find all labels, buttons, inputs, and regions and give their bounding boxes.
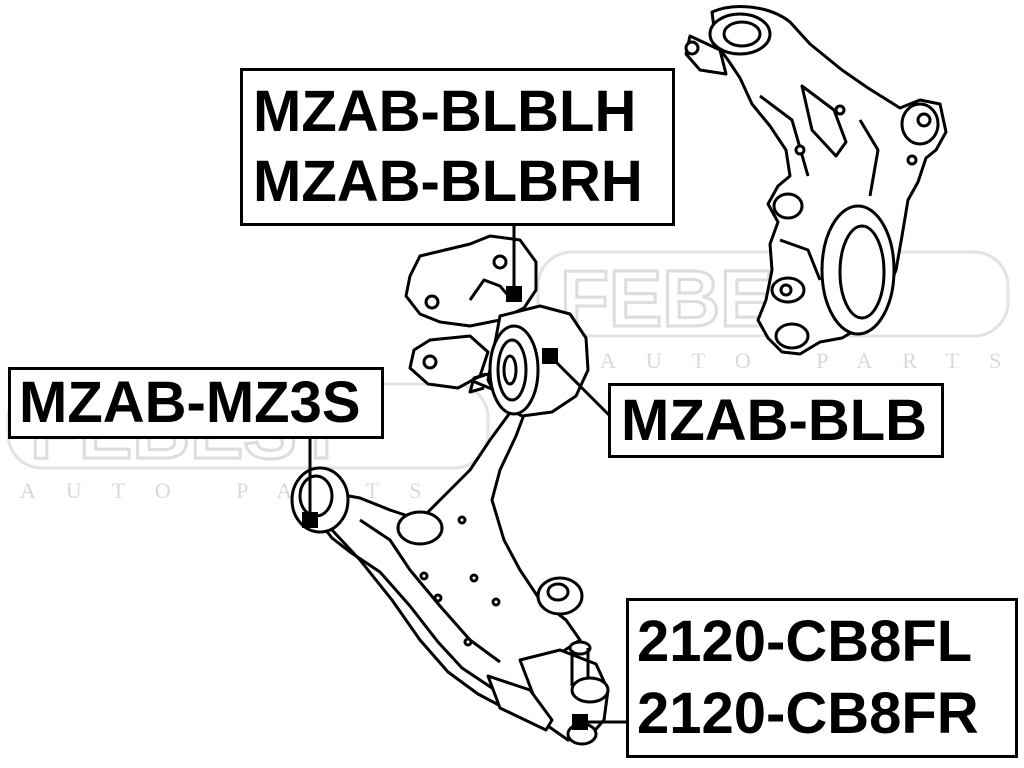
part-number-label: MZAB-BLBLH bbox=[253, 79, 637, 144]
part-number-label: MZAB-BLB bbox=[621, 387, 928, 453]
control-arm bbox=[290, 234, 610, 746]
part-number-label: MZAB-MZ3S bbox=[19, 370, 361, 435]
part-number-label: 2120-CB8FR bbox=[637, 681, 979, 746]
leader-markers bbox=[302, 286, 588, 730]
callout-rear-bushing: MZAB-BLB bbox=[608, 383, 944, 458]
callout-front-bushing: MZAB-MZ3S bbox=[8, 367, 384, 439]
watermark-tagline-right: AUTO PARTS bbox=[600, 348, 1024, 373]
steering-knuckle bbox=[684, 5, 948, 356]
callout-rear-bracket: MZAB-BLBLH MZAB-BLBRH bbox=[240, 68, 675, 226]
part-number-label: MZAB-BLBRH bbox=[253, 149, 643, 214]
part-number-label: 2120-CB8FL bbox=[637, 609, 973, 674]
callout-ball-joint: 2120-CB8FL 2120-CB8FR bbox=[626, 598, 1018, 758]
watermark-tagline-left: AUTO PARTS bbox=[20, 478, 451, 503]
